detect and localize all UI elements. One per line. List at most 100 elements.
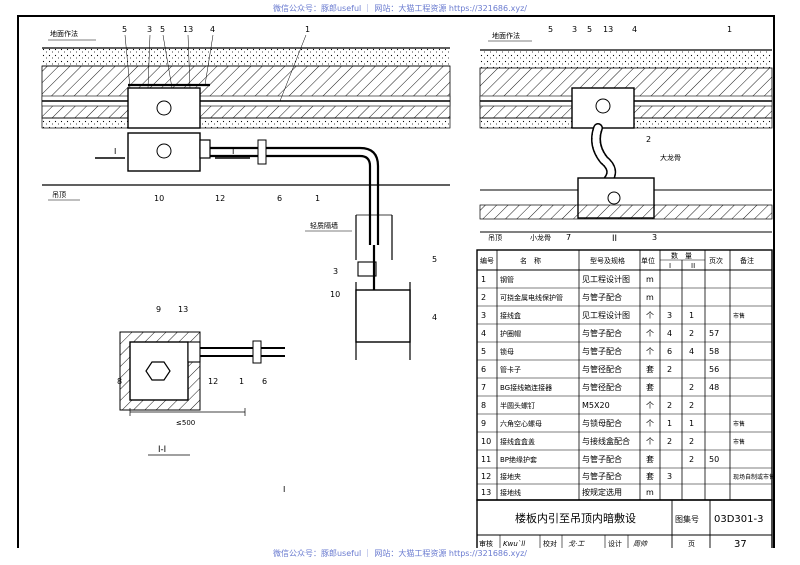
- table-cell-remark: 市售: [733, 312, 745, 320]
- table-cell-name: BG接线箱连接器: [500, 383, 552, 392]
- table-cell-spec: 见工程设计图: [582, 310, 630, 320]
- watermark-bottom: 微信公众号：豚郎useful ｜ 网站：大猫工程资源 https://32168…: [0, 548, 800, 559]
- table-cell-no: 4: [481, 329, 486, 338]
- callout-5r1: 5: [548, 25, 553, 34]
- ceiling-label-right: 吊顶: [488, 234, 502, 242]
- svg-text:型号及规格: 型号及规格: [590, 256, 625, 265]
- table-cell-q1: 2: [667, 401, 672, 410]
- table-cell-remark: 市售: [733, 438, 745, 446]
- table-cell-name: 接线盒: [500, 311, 521, 320]
- slab-plaster: [41, 117, 451, 129]
- callout-6p: 6: [262, 377, 267, 386]
- table-cell-unit: 套: [646, 364, 654, 374]
- check-label: 校对: [543, 539, 557, 548]
- table-cell-q1: 3: [667, 311, 672, 320]
- callout-1r: 1: [727, 25, 732, 34]
- table-cell-unit: 套: [646, 382, 654, 392]
- table-cell-spec: 与管径配合: [582, 364, 622, 374]
- table-cell-spec: 与管子配合: [582, 292, 622, 302]
- table-cell-no: 8: [481, 401, 486, 410]
- floor-label-right: 地面作法: [492, 31, 520, 40]
- table-cell-unit: 个: [646, 329, 654, 338]
- table-cell-spec: 与管子配合: [582, 328, 622, 338]
- callout-10w: 10: [330, 290, 340, 299]
- review-label: 审核: [479, 539, 493, 548]
- page-number: 37: [734, 539, 747, 550]
- callout-7r: 7: [566, 233, 571, 242]
- callout-4w: 4: [432, 313, 437, 322]
- table-cell-spec: M5X20: [582, 401, 610, 410]
- table-cell-remark: 现场自制或市售: [733, 473, 775, 481]
- callout-3w: 3: [333, 267, 338, 276]
- plan-mark: I: [283, 485, 285, 494]
- table-cell-spec: 与接线盒配合: [582, 436, 630, 446]
- table-cell-q2: 2: [689, 437, 694, 446]
- table-cell-page: 57: [709, 329, 719, 338]
- table-cell-name: 护圈帽: [500, 329, 521, 338]
- table-cell-spec: 按规定选用: [582, 487, 622, 497]
- table-cell-q1: 2: [667, 365, 672, 374]
- floor-label-left: 地面作法: [50, 29, 78, 38]
- right-view: [479, 49, 773, 233]
- callout-1b: 1: [315, 194, 320, 203]
- plan-title: I-I: [158, 445, 166, 455]
- table-cell-q2: 2: [689, 401, 694, 410]
- table-cell-name: 锁母: [500, 347, 514, 356]
- callout-1a: 1: [305, 25, 310, 34]
- callout-12p: 12: [208, 377, 218, 386]
- table-cell-no: 13: [481, 488, 491, 497]
- table-cell-q2: 4: [689, 347, 694, 356]
- section-label-left: I: [114, 147, 116, 156]
- table-cell-no: 9: [481, 419, 486, 428]
- plan-view: [119, 331, 285, 416]
- table-cell-unit: m: [646, 293, 654, 302]
- table-cell-unit: 个: [646, 419, 654, 428]
- watermark-top: 微信公众号：豚郎useful ｜ 网站：大猫工程资源 https://32168…: [272, 4, 528, 13]
- section-label-right: I: [232, 147, 234, 156]
- table-cell-unit: 个: [646, 437, 654, 446]
- left-elevation: [41, 47, 451, 360]
- svg-text:II: II: [691, 262, 695, 270]
- hex-nut: [145, 361, 171, 381]
- wall-junction-box: [355, 289, 411, 343]
- table-cell-spec: 与管子配合: [582, 454, 622, 464]
- callout-2r: 2: [646, 135, 651, 144]
- callout-4a: 4: [210, 25, 215, 34]
- table-cell-no: 5: [481, 347, 486, 356]
- pipe-clamp: [257, 139, 267, 165]
- callout-6a: 6: [277, 194, 282, 203]
- floor-finish-layer: [42, 48, 450, 66]
- table-cell-spec: 与锁母配合: [582, 418, 622, 428]
- svg-text:数 量: 数 量: [671, 251, 692, 260]
- table-cell-unit: m: [646, 275, 654, 284]
- table-cell-name: 可挠金属电线保护管: [500, 293, 563, 302]
- small-keel-label: 小龙骨: [530, 233, 551, 242]
- wall-label: 轻质隔墙: [310, 221, 338, 230]
- callout-13r: 13: [603, 25, 613, 34]
- table-cell-q1: 6: [667, 347, 672, 356]
- design-label: 设计: [608, 539, 622, 548]
- callout-3a: 3: [147, 25, 152, 34]
- ceiling-label-left: 吊顶: [52, 191, 66, 199]
- callout-10a: 10: [154, 194, 164, 203]
- callout-1p: 1: [239, 377, 244, 386]
- svg-text:单位: 单位: [641, 256, 655, 265]
- table-cell-q1: 4: [667, 329, 672, 338]
- big-keel-label: 大龙骨: [660, 153, 681, 162]
- table-header: 编号 名 称 型号及规格 单位 数 量 I II 页次 备注: [480, 251, 754, 270]
- callout-3r1: 3: [572, 25, 577, 34]
- table-cell-no: 11: [481, 455, 491, 464]
- table-cell-no: 1: [481, 275, 486, 284]
- floor-slab: [41, 65, 451, 119]
- table-cell-name: 管卡子: [500, 365, 521, 374]
- table-cell-spec: 见工程设计图: [582, 274, 630, 284]
- table-cell-no: 3: [481, 311, 486, 320]
- view-title-ii: II: [612, 234, 617, 244]
- callout-13p: 13: [178, 305, 188, 314]
- svg-text:页次: 页次: [709, 256, 723, 265]
- table-cell-q2: 2: [689, 455, 694, 464]
- exposed-conduit: [210, 146, 380, 245]
- table-cell-unit: 个: [646, 347, 654, 356]
